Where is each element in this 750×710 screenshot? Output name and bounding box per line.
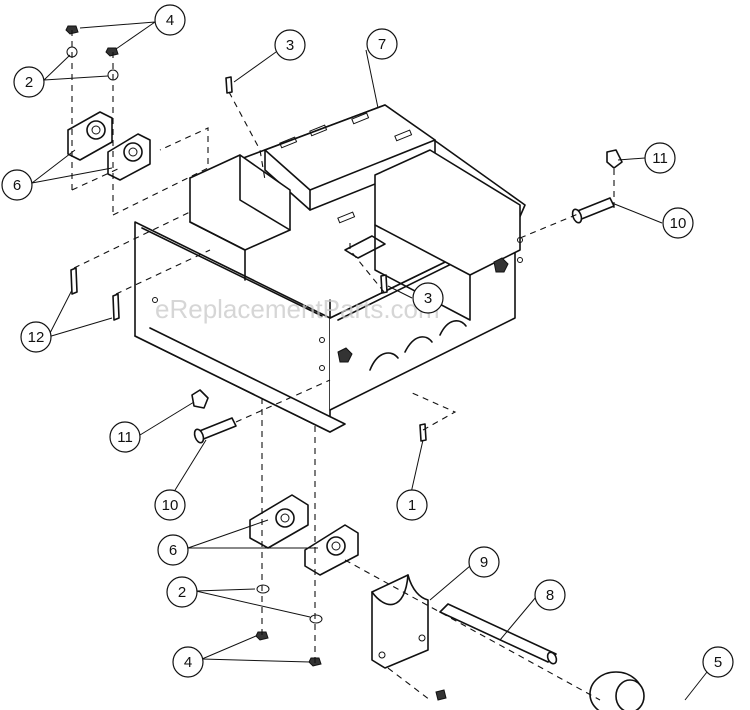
callout-label: 5 <box>714 654 722 671</box>
callout-5[interactable]: 5 <box>702 646 734 678</box>
callout-6-bottom[interactable]: 6 <box>157 534 189 566</box>
callout-label: 11 <box>117 429 133 446</box>
callout-label: 2 <box>25 74 33 91</box>
bolts-and-pins <box>70 76 623 444</box>
callout-label: 3 <box>424 290 432 307</box>
callout-1[interactable]: 1 <box>396 489 428 521</box>
callout-label: 11 <box>652 150 668 167</box>
callout-2-bottom[interactable]: 2 <box>166 576 198 608</box>
callout-6-top[interactable]: 6 <box>1 169 33 201</box>
callout-8[interactable]: 8 <box>534 579 566 611</box>
callout-3-top[interactable]: 3 <box>274 29 306 61</box>
callout-label: 3 <box>286 37 294 54</box>
callout-label: 10 <box>670 215 687 232</box>
callout-12[interactable]: 12 <box>20 321 52 353</box>
assembly-lines <box>71 30 615 701</box>
leader-lines <box>31 21 708 701</box>
callout-label: 6 <box>169 542 177 559</box>
callout-label: 4 <box>184 654 192 671</box>
callout-label: 9 <box>480 554 488 571</box>
callout-10-right[interactable]: 10 <box>662 207 694 239</box>
frame-assembly <box>134 104 526 433</box>
callout-2-top[interactable]: 2 <box>13 66 45 98</box>
callout-label: 4 <box>166 12 174 29</box>
callout-label: 6 <box>13 177 21 194</box>
axle-parts <box>371 574 645 710</box>
callout-11-left[interactable]: 11 <box>109 421 141 453</box>
callout-11-right[interactable]: 11 <box>644 142 676 174</box>
watermark-text: eReplacementParts.com <box>155 294 440 324</box>
callout-10-left[interactable]: 10 <box>154 489 186 521</box>
callout-label: 12 <box>28 329 45 346</box>
callout-label: 10 <box>162 497 179 514</box>
callout-4-bottom[interactable]: 4 <box>172 646 204 678</box>
upper-bearings <box>65 25 151 181</box>
callout-3-middle[interactable]: 3 <box>412 282 444 314</box>
callout-label: 8 <box>546 587 554 604</box>
lower-bearings <box>249 494 359 667</box>
callout-7[interactable]: 7 <box>366 28 398 60</box>
callout-label: 1 <box>408 497 416 514</box>
callout-9[interactable]: 9 <box>468 546 500 578</box>
callout-label: 2 <box>178 584 186 601</box>
callout-4-top[interactable]: 4 <box>154 4 186 36</box>
callout-label: 7 <box>378 36 386 53</box>
